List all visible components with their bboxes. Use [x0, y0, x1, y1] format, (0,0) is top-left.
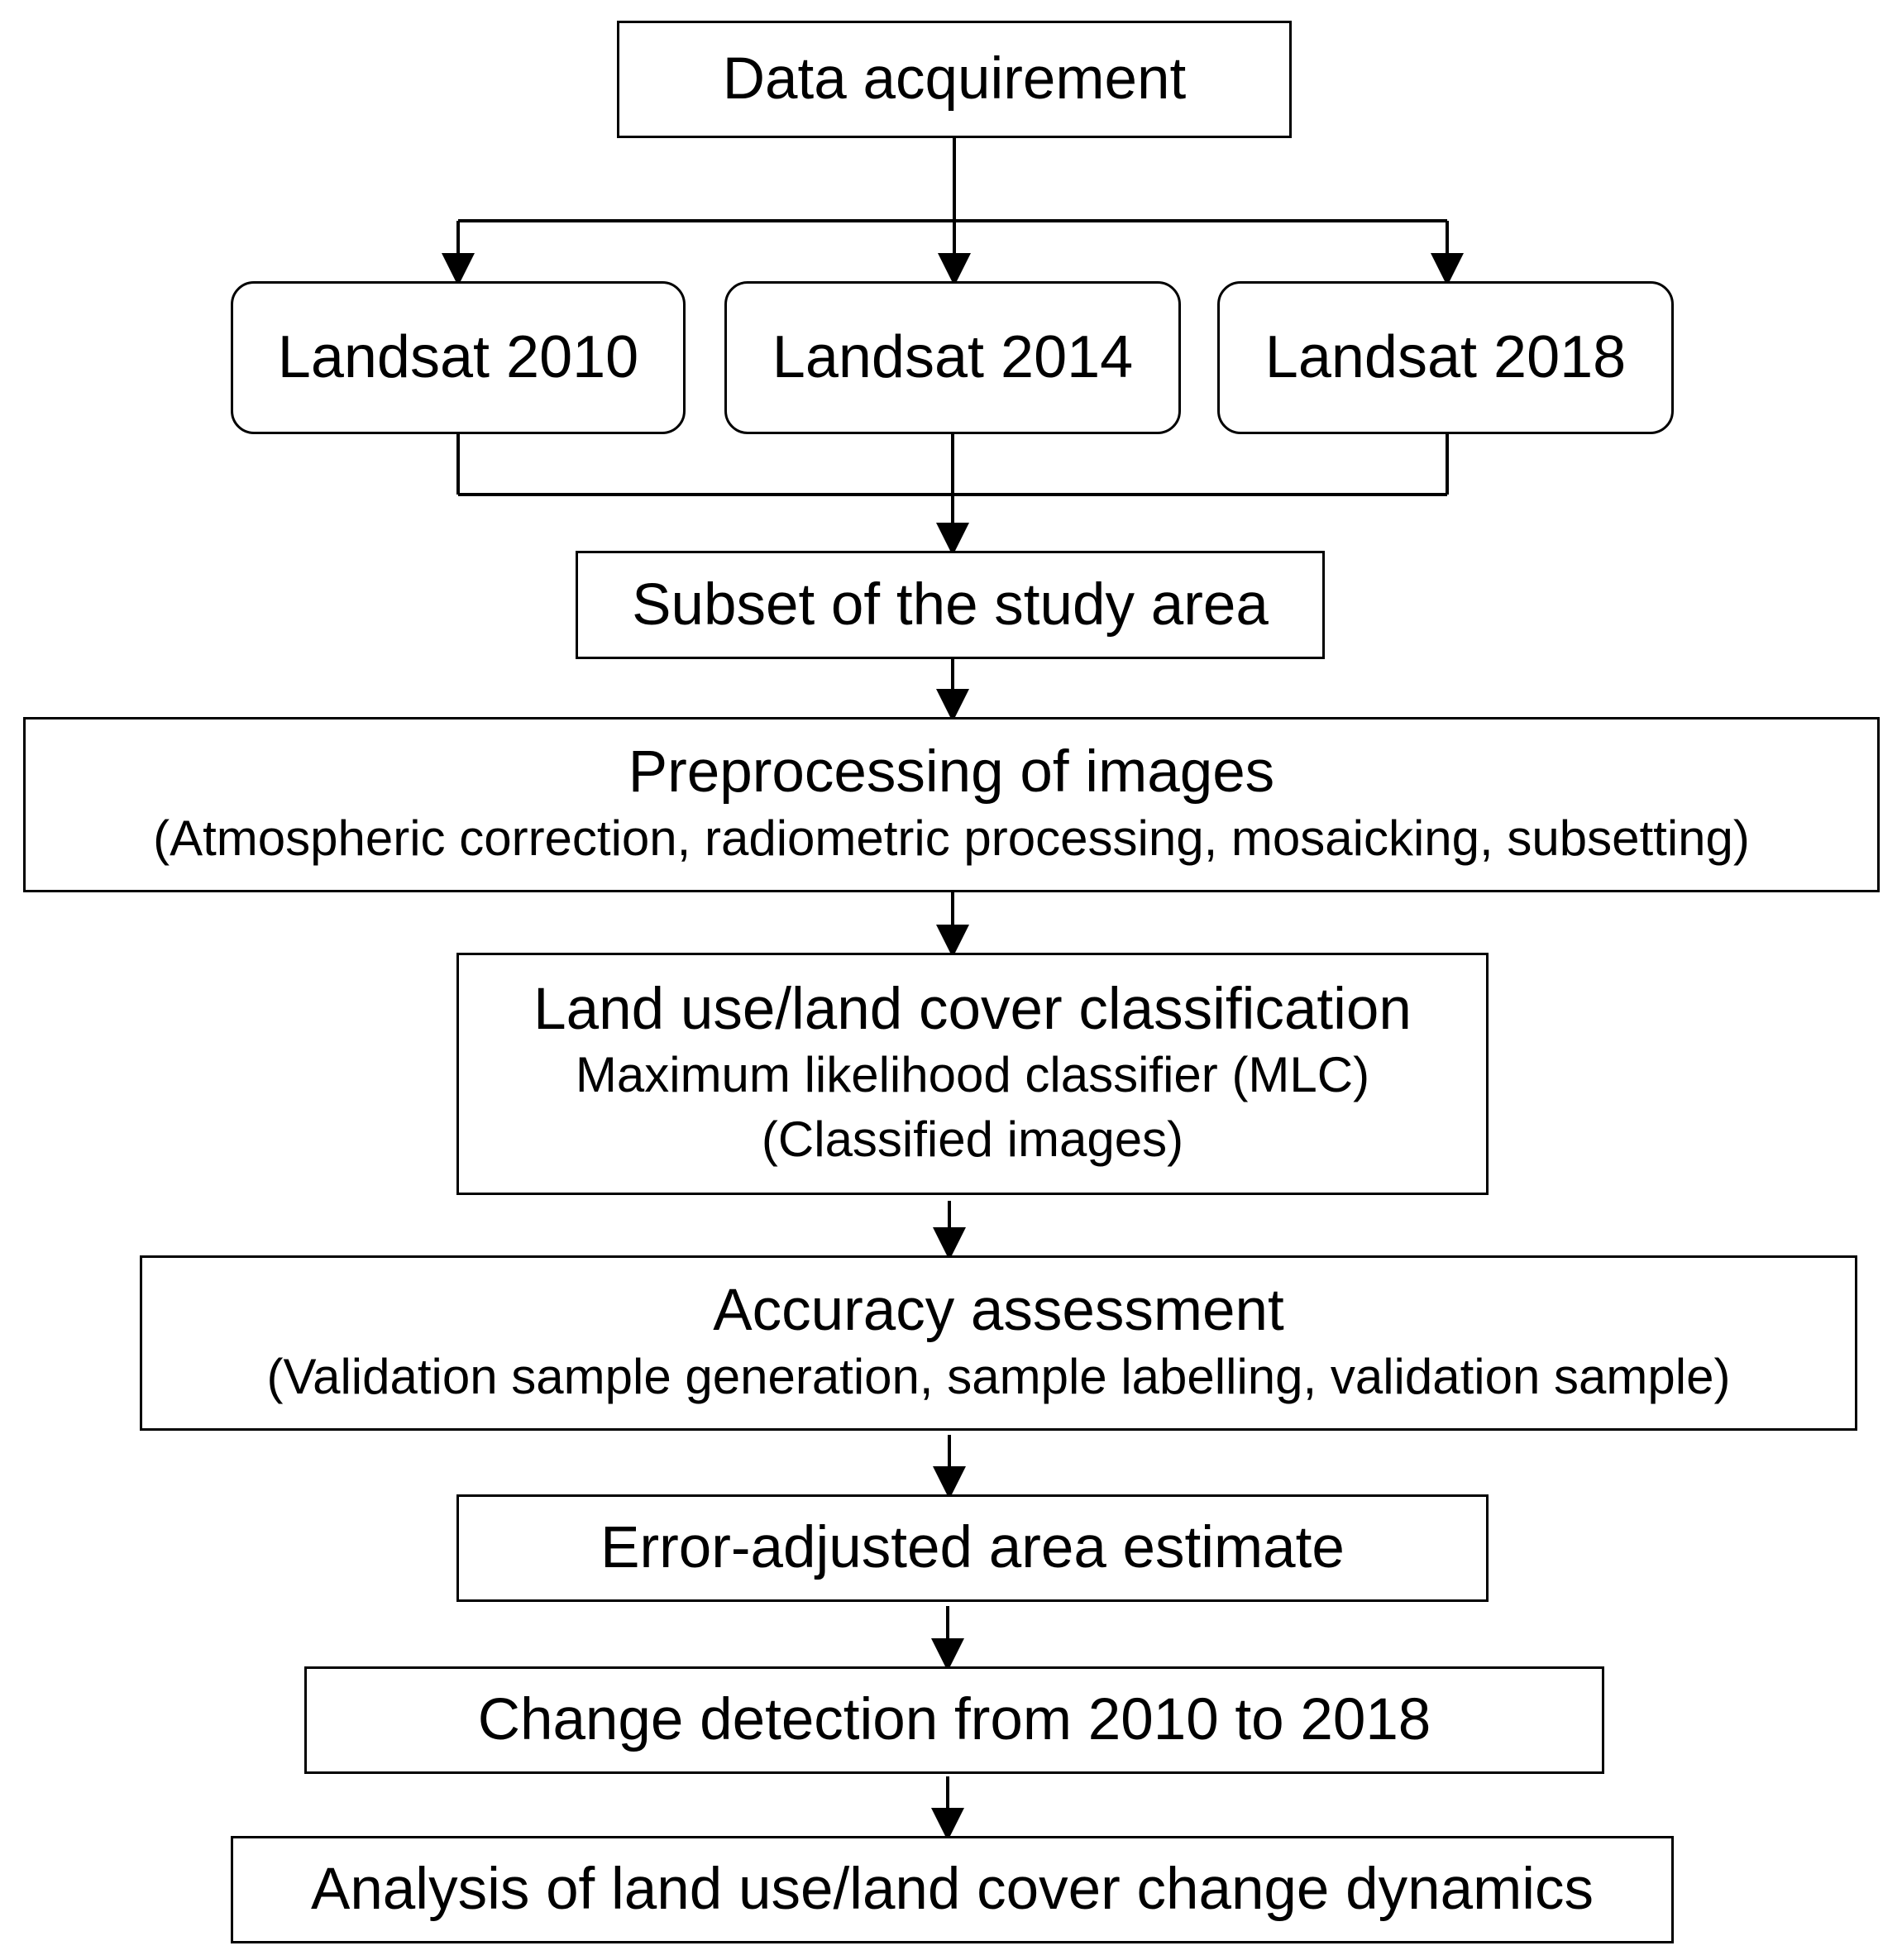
node-detail: (Atmospheric correction, radiometric pro… [153, 810, 1750, 866]
node-label: Landsat 2010 [277, 324, 639, 391]
node-landsat-2010: Landsat 2010 [231, 281, 686, 434]
node-accuracy-assessment: Accuracy assessment (Validation sample g… [140, 1255, 1857, 1431]
node-output: (Classified images) [761, 1111, 1184, 1168]
node-title: Land use/land cover classification [533, 976, 1412, 1042]
node-error-adjusted-area: Error-adjusted area estimate [456, 1494, 1489, 1602]
node-subset-study-area: Subset of the study area [576, 551, 1325, 659]
node-method: Maximum likelihood classifier (MLC) [575, 1047, 1370, 1103]
node-landsat-2018: Landsat 2018 [1217, 281, 1674, 434]
node-label: Data acquirement [722, 46, 1187, 112]
node-preprocessing: Preprocessing of images (Atmospheric cor… [23, 717, 1880, 892]
node-data-acquirement: Data acquirement [617, 21, 1292, 138]
node-landsat-2014: Landsat 2014 [724, 281, 1181, 434]
node-label: Subset of the study area [632, 571, 1269, 638]
node-label: Change detection from 2010 to 2018 [477, 1687, 1431, 1753]
node-title: Accuracy assessment [713, 1278, 1284, 1344]
node-lulc-classification: Land use/land cover classification Maxim… [456, 953, 1489, 1195]
node-label: Landsat 2014 [772, 324, 1134, 391]
node-label: Analysis of land use/land cover change d… [310, 1857, 1594, 1923]
node-change-detection: Change detection from 2010 to 2018 [304, 1666, 1604, 1774]
node-analysis-dynamics: Analysis of land use/land cover change d… [231, 1836, 1674, 1943]
node-detail: (Validation sample generation, sample la… [266, 1348, 1731, 1404]
node-title: Preprocessing of images [628, 739, 1275, 806]
node-label: Landsat 2018 [1264, 324, 1627, 391]
node-label: Error-adjusted area estimate [600, 1515, 1345, 1581]
